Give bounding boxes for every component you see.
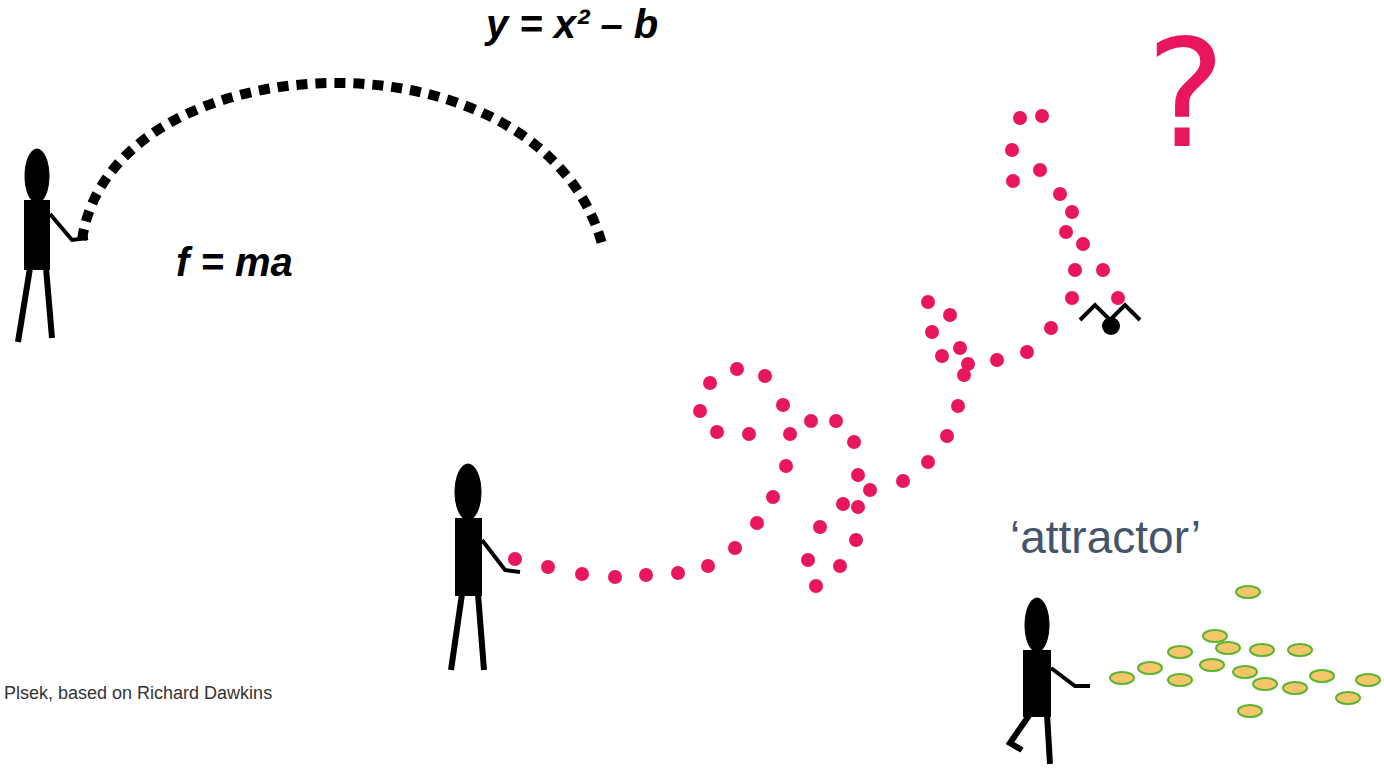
- figure-head: [1025, 598, 1049, 652]
- grain: [1110, 586, 1380, 717]
- figure-arm: [1051, 668, 1090, 686]
- credit-note-holder: Plsek, based on Richard Dawkins: [4, 684, 272, 704]
- figure-leg: [1010, 714, 1030, 750]
- equation-label-holder: y = x² – b: [486, 2, 658, 46]
- figure-body: [455, 518, 482, 596]
- equation-label-holder: f = ma: [176, 240, 293, 284]
- credit-note: Plsek, based on Richard Dawkins: [4, 684, 272, 704]
- figure-head: [25, 149, 49, 203]
- attractor-label-holder: ‘attractor’: [1010, 512, 1201, 563]
- figure-head: [455, 464, 481, 520]
- ball-trajectory: [82, 83, 602, 244]
- figure-leg: [1047, 714, 1050, 764]
- question-mark-holder: ?: [1146, 12, 1226, 177]
- figure-leg: [46, 268, 52, 338]
- figure-leg: [478, 594, 484, 670]
- attractor-label: ‘attractor’: [1010, 512, 1201, 563]
- figure-leg: [451, 594, 462, 670]
- question-mark: ?: [1146, 12, 1226, 177]
- stick-figure: [1010, 598, 1090, 764]
- equation-label: f = ma: [176, 240, 293, 284]
- bird: [1080, 305, 1140, 335]
- stick-figure: [18, 149, 88, 342]
- stick-figure: [451, 464, 520, 670]
- figure-body: [1023, 650, 1051, 717]
- equation-label: y = x² – b: [486, 2, 658, 46]
- figure-leg: [18, 268, 30, 342]
- figure-body: [24, 200, 50, 270]
